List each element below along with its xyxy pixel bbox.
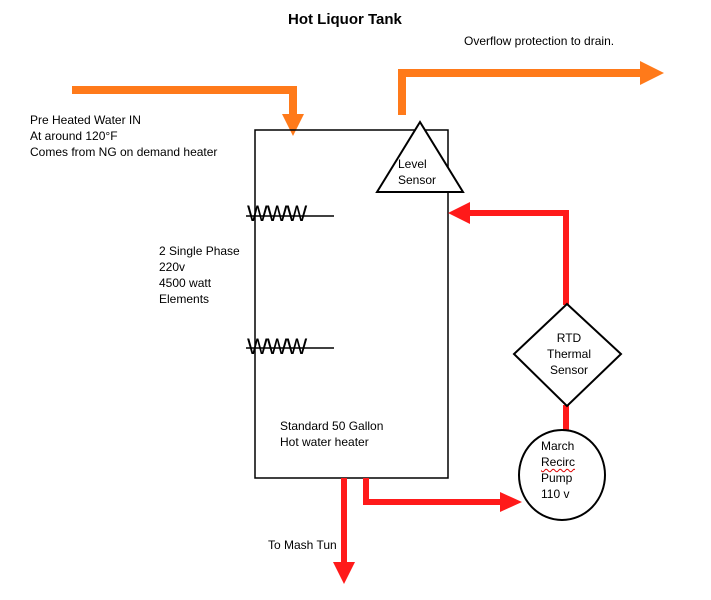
pump-line1: March [541,439,575,453]
pump-line2: Recirc [541,454,575,470]
recirc-pipe-to-pump [363,478,508,505]
level-sensor-triangle [375,120,465,193]
inlet-label-line3: Comes from NG on demand heater [30,145,218,159]
inlet-pipe [72,86,297,125]
recirc-return-arrowhead [448,202,470,224]
recirc-pump-arrowhead [500,492,522,512]
elements-label: 2 Single Phase 220v 4500 watt Elements [159,243,240,307]
overflow-arrowhead [640,61,664,85]
heating-element-upper: WWW [247,201,307,226]
inlet-label: Pre Heated Water IN At around 120°F Come… [30,112,217,160]
rtd-sensor-line2: Thermal [546,347,591,361]
tank-label-line1: Standard 50 Gallon [280,419,384,433]
pump-circle [518,429,606,521]
level-sensor-label: Level Sensor [398,156,436,188]
heating-element-lower: WWW [247,334,307,359]
tank-label: Standard 50 Gallon Hot water heater [280,418,383,450]
inlet-arrowhead [282,114,304,136]
rtd-sensor-line3: Sensor [549,363,589,377]
recirc-pipe-return [462,210,569,305]
outlet-arrowhead [333,562,355,584]
level-sensor-line1: Level [398,157,427,171]
overflow-pipe [398,69,648,115]
elements-label-line3: 4500 watt [159,276,212,290]
pump-label: March Recirc Pump 110 v [541,438,575,502]
rtd-sensor-diamond [512,302,623,408]
overflow-label: Overflow protection to drain. [464,34,615,48]
elements-label-line1: 2 Single Phase [159,244,240,258]
pump-line2-text: Recirc [541,455,576,469]
diagram-title: Hot Liquor Tank [288,11,402,28]
inlet-label-line2: At around 120°F [30,129,118,143]
rtd-sensor-label: RTD Thermal Sensor [542,330,596,378]
elements-label-line2: 220v [159,260,186,274]
tank-label-line2: Hot water heater [280,435,369,449]
tank-outline [254,129,449,479]
pump-line3: Pump [541,471,573,485]
level-sensor-line2: Sensor [398,173,437,187]
elements-label-line4: Elements [159,292,210,306]
pump-line4: 110 v [541,487,570,501]
rtd-sensor-line1: RTD [556,331,582,345]
inlet-label-line1: Pre Heated Water IN [30,113,141,127]
outlet-label: To Mash Tun [268,538,337,552]
